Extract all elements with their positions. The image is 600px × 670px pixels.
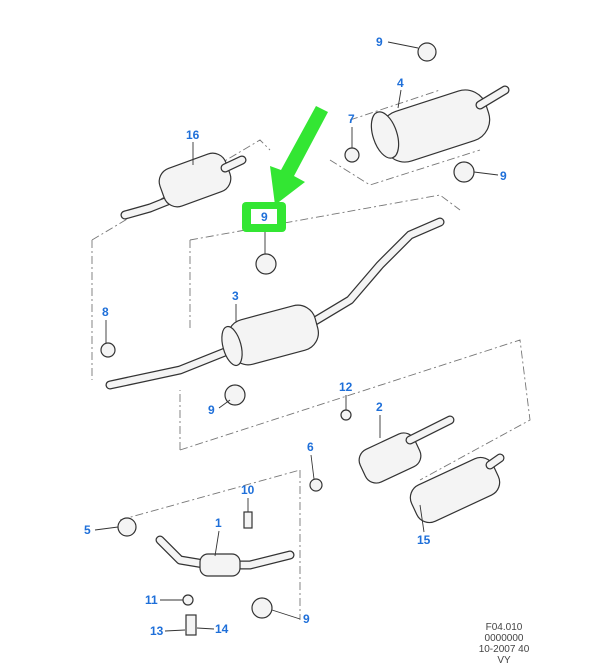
callout-label[interactable]: 2 xyxy=(376,400,383,414)
callout-label[interactable]: 5 xyxy=(84,523,91,537)
green-arrow-icon xyxy=(270,106,328,205)
callout-label[interactable]: 10 xyxy=(241,483,255,497)
front-catalyst-part-15 xyxy=(409,453,505,524)
reference-code: F04.010 xyxy=(485,622,523,633)
callout-label[interactable]: 9 xyxy=(376,35,383,49)
diagram-reference: F04.010 0000000 10-2007 40 VY xyxy=(474,622,534,666)
callout-label[interactable]: 16 xyxy=(186,128,200,142)
callout-label[interactable]: 13 xyxy=(150,624,164,638)
reference-date: 10-2007 40 xyxy=(478,644,530,655)
hangers-and-clamps xyxy=(100,42,475,636)
reference-model: VY xyxy=(497,655,511,666)
catalytic-converter-part-16 xyxy=(120,152,247,220)
front-pipe-part-1 xyxy=(155,535,295,577)
highlight-annotation xyxy=(242,106,328,232)
assembly-guide-lines xyxy=(91,89,531,620)
rear-muffler-part-4 xyxy=(370,85,510,163)
reference-number: 0000000 xyxy=(484,633,524,644)
callout-label[interactable]: 15 xyxy=(417,533,431,547)
callout-label[interactable]: 12 xyxy=(339,380,353,394)
callout-label[interactable]: 8 xyxy=(102,305,109,319)
callout-label[interactable]: 6 xyxy=(307,440,314,454)
callout-label[interactable]: 1 xyxy=(215,516,222,530)
leader-lines xyxy=(94,41,499,632)
callout-label[interactable]: 11 xyxy=(145,593,158,607)
callout-label[interactable]: 9 xyxy=(303,612,310,626)
callout-labels: 9 4 16 7 9 9 3 8 12 2 9 6 10 1 5 15 11 9… xyxy=(84,35,507,638)
center-muffler-part-3 xyxy=(105,217,445,390)
callout-label[interactable]: 4 xyxy=(397,76,404,90)
callout-label-highlighted[interactable]: 9 xyxy=(261,210,268,224)
callout-label[interactable]: 7 xyxy=(348,112,355,126)
callout-label[interactable]: 3 xyxy=(232,289,239,303)
callout-label[interactable]: 9 xyxy=(208,403,215,417)
callout-label[interactable]: 14 xyxy=(215,622,229,636)
front-catalyst-part-2 xyxy=(358,415,455,484)
callout-label[interactable]: 9 xyxy=(500,169,507,183)
